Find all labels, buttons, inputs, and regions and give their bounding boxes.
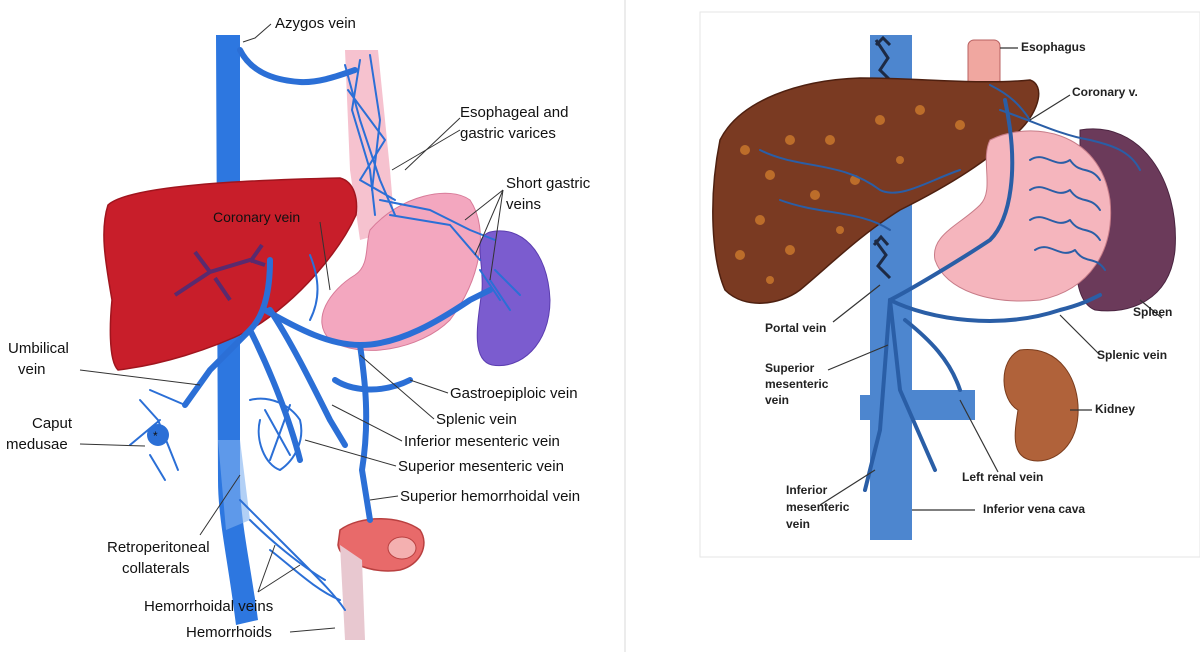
right-panel: Esophagus Coronary v. Portal vein Superi… xyxy=(699,11,1200,558)
portal-system-right xyxy=(863,98,1102,492)
label-superior-mesenteric-right-line3: vein xyxy=(765,393,789,407)
rectum-lumen xyxy=(387,536,417,560)
label-superior-hemorrhoidal: Superior hemorrhoidal vein xyxy=(400,488,580,505)
label-hemorrhoidal-veins: Hemorrhoidal veins xyxy=(144,598,273,615)
label-splenic-vein-left: Splenic vein xyxy=(436,411,517,428)
label-esophagus-right: Esophagus xyxy=(1021,40,1086,54)
label-superior-mesenteric-right-line1: Superior xyxy=(765,361,815,375)
collateral-veins xyxy=(129,54,521,611)
spleen-left xyxy=(476,230,551,367)
label-short-gastric-line1: Short gastric xyxy=(506,175,591,192)
label-inferior-mesenteric-right-line1: Inferior xyxy=(786,483,828,497)
flow-arrow-lower xyxy=(873,239,892,280)
label-left-renal-vein: Left renal vein xyxy=(962,470,1043,484)
label-short-gastric-line2: veins xyxy=(506,196,541,213)
label-retroperitoneal-line1: Retroperitoneal xyxy=(107,539,210,556)
flow-arrow-upper xyxy=(874,39,894,84)
label-hemorrhoids: Hemorrhoids xyxy=(186,624,272,641)
flow-arrowhead-upper xyxy=(874,35,892,47)
caput-star-icon: * xyxy=(153,429,158,443)
label-esophageal-varices-line2: gastric varices xyxy=(460,125,556,142)
label-splenic-vein-right: Splenic vein xyxy=(1097,348,1167,362)
label-umbilical-line1: Umbilical xyxy=(8,340,69,357)
label-retroperitoneal-line2: collaterals xyxy=(122,560,190,577)
left-panel: * Azygos vein Esophageal and gastric var xyxy=(6,15,591,641)
right-leader-lines xyxy=(819,47,1163,511)
label-coronary-right: Coronary v. xyxy=(1072,85,1138,99)
label-coronary-vein: Coronary vein xyxy=(213,209,300,225)
anal-canal xyxy=(340,545,365,640)
stomach-left xyxy=(321,192,481,351)
flow-arrowhead-lower xyxy=(872,234,890,246)
label-azygos-vein: Azygos vein xyxy=(275,15,356,32)
label-inferior-mesenteric-right-line2: mesenteric xyxy=(786,500,850,514)
left-leader-lines xyxy=(79,23,504,633)
label-caput-line1: Caput xyxy=(32,415,73,432)
label-umbilical-line2: vein xyxy=(18,361,46,378)
label-spleen-right: Spleen xyxy=(1133,305,1172,319)
label-caput-line2: medusae xyxy=(6,436,68,453)
liver-nodules xyxy=(735,105,965,284)
liver-vein-branches xyxy=(173,243,266,302)
stomach-right xyxy=(934,130,1112,302)
label-kidney-right: Kidney xyxy=(1095,402,1135,416)
liver-right xyxy=(712,77,1040,304)
label-inferior-vena-cava: Inferior vena cava xyxy=(983,502,1085,516)
label-esophageal-varices-line1: Esophageal and xyxy=(460,104,568,121)
label-inferior-mesenteric-left: Inferior mesenteric vein xyxy=(404,433,560,450)
label-superior-mesenteric-left: Superior mesenteric vein xyxy=(398,458,564,475)
vena-cava-fade xyxy=(218,440,250,530)
caput-medusae-node xyxy=(147,424,169,446)
label-superior-mesenteric-right-line2: mesenteric xyxy=(765,377,829,391)
label-inferior-mesenteric-right-line3: vein xyxy=(786,517,810,531)
label-gastroepiploic-vein: Gastroepiploic vein xyxy=(450,385,578,402)
kidney-right xyxy=(1003,349,1079,462)
varices-right xyxy=(759,84,1141,271)
label-portal-vein: Portal vein xyxy=(765,321,826,335)
portal-vein-network xyxy=(182,47,493,523)
